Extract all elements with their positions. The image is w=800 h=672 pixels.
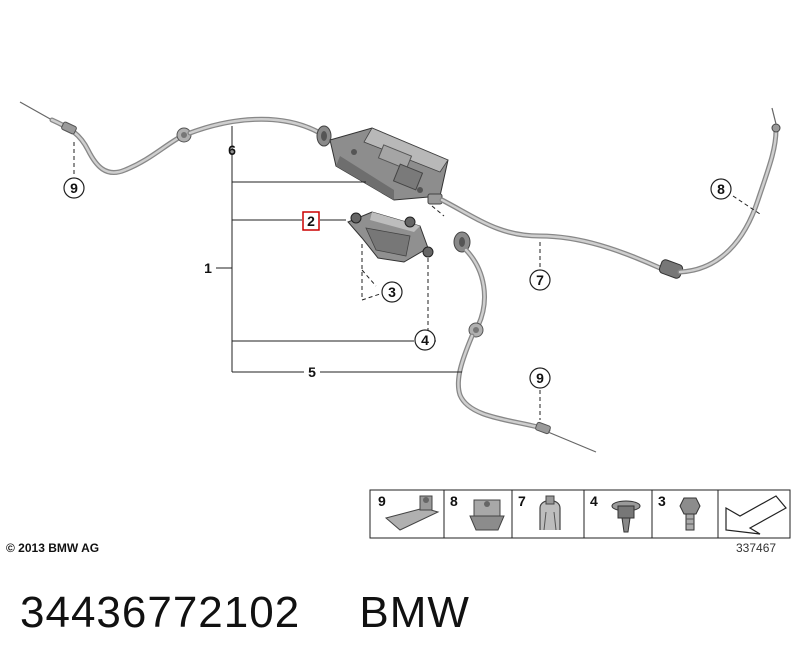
spring-clip-icon <box>539 495 561 531</box>
callout-9-left: 9 <box>63 177 85 199</box>
callout-1: 1 <box>204 260 212 276</box>
cable-holder-clip-icon <box>384 495 440 531</box>
legend-number-4: 4 <box>590 493 598 509</box>
callout-5: 5 <box>308 364 316 380</box>
left-cable <box>19 101 332 175</box>
callout-7-label: 7 <box>536 272 544 288</box>
callout-4: 4 <box>414 329 436 351</box>
lower-cable <box>453 231 597 453</box>
legend-item-7: 7 <box>518 493 561 531</box>
parts-legend: 9 8 7 4 <box>369 489 791 539</box>
hex-bolt-icon <box>679 497 701 531</box>
callout-3-label: 3 <box>388 284 396 300</box>
right-cable <box>439 107 781 279</box>
legend-number-7: 7 <box>518 493 526 509</box>
callout-1-label: 1 <box>204 260 212 276</box>
callout-2: 2 <box>302 211 320 231</box>
callout-6: 6 <box>228 142 236 158</box>
diagram-id: 337467 <box>736 541 777 555</box>
leader-lines <box>73 126 761 420</box>
legend-item-3: 3 <box>658 493 701 531</box>
part-number: 34436772102 <box>20 588 301 637</box>
parking-brake-actuator <box>329 127 449 205</box>
legend-number-3: 3 <box>658 493 666 509</box>
callout-8-label: 8 <box>717 181 725 197</box>
actuator-bracket <box>347 211 434 263</box>
cable-clamp-clip-icon <box>469 499 505 531</box>
legend-item-8: 8 <box>450 493 505 531</box>
copyright-notice: © 2013 BMW AG <box>6 541 100 555</box>
callout-4-label: 4 <box>421 332 429 348</box>
callout-9-left-label: 9 <box>70 180 78 196</box>
callout-6-label: 6 <box>228 142 236 158</box>
callout-2-label: 2 <box>307 213 315 229</box>
brand-name: BMW <box>359 588 470 637</box>
callout-9-right: 9 <box>529 367 551 389</box>
callout-5-label: 5 <box>308 364 316 380</box>
callout-3: 3 <box>381 281 403 303</box>
callout-7: 7 <box>529 269 551 291</box>
collar-nut-icon <box>611 500 641 533</box>
callout-8: 8 <box>710 178 732 200</box>
callout-2-highlight-box <box>302 211 320 231</box>
legend-number-8: 8 <box>450 493 458 509</box>
legend-number-9: 9 <box>378 493 386 509</box>
direction-arrow-icon <box>725 495 787 535</box>
legend-item-4: 4 <box>590 493 641 533</box>
footer: 34436772102 BMW <box>20 588 470 638</box>
callout-9-right-label: 9 <box>536 370 544 386</box>
legend-item-9: 9 <box>378 493 440 531</box>
